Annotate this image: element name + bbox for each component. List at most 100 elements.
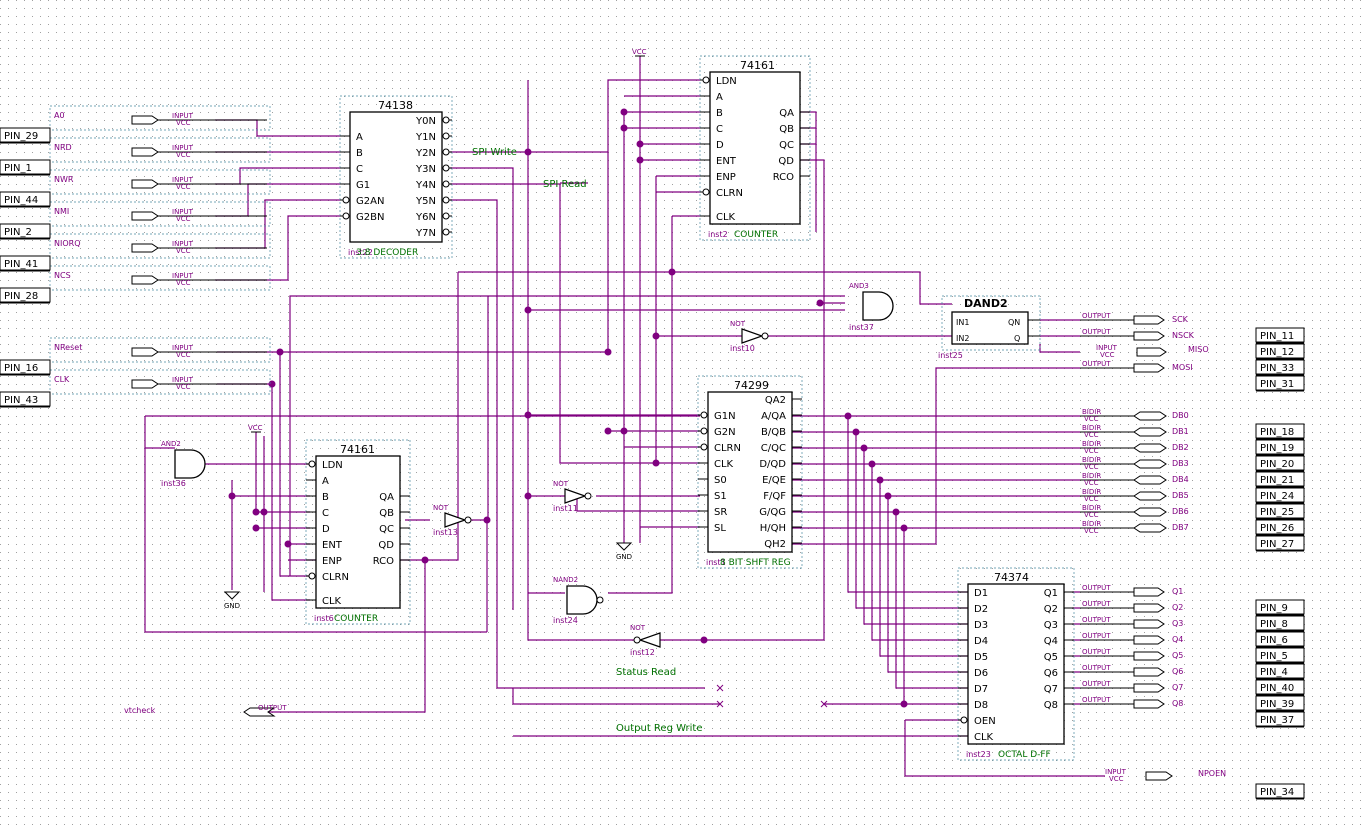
sheet-pin-pin-8[interactable]: PIN_8: [1255, 615, 1305, 632]
sheet-pin-label: PIN_28: [4, 291, 38, 302]
sheet-pin-pin-37[interactable]: PIN_37: [1255, 711, 1305, 728]
port-name: NWR: [54, 175, 74, 184]
port-name: NPOEN: [1198, 769, 1226, 778]
pin-sl: SL: [714, 523, 726, 534]
sheet-pin-pin-40[interactable]: PIN_40: [1255, 679, 1305, 696]
sheet-pin-pin-43[interactable]: PIN_43: [0, 391, 51, 408]
chip-part: 74374: [994, 571, 1029, 584]
junction-dot: [636, 156, 644, 164]
output-port-q5[interactable]: OUTPUT Q5: [1080, 648, 1183, 661]
sheet-pin-pin-24[interactable]: PIN_24: [1255, 487, 1305, 504]
port-vcc: VCC: [1100, 351, 1115, 359]
sheet-pin-pin-31[interactable]: PIN_31: [1255, 375, 1305, 392]
sheet-pin-pin-5[interactable]: PIN_5: [1255, 647, 1305, 664]
chip-description: 8 BIT SHFT REG: [720, 558, 791, 568]
sheet-pin-pin-41[interactable]: PIN_41: [0, 255, 51, 272]
pin-d-qd: D/QD: [759, 459, 786, 470]
sheet-pin-pin-16[interactable]: PIN_16: [0, 359, 51, 376]
junction-dot: [868, 460, 876, 468]
pin-d2: D2: [974, 604, 988, 615]
port-name: Q1: [1172, 587, 1183, 596]
sheet-pin-pin-19[interactable]: PIN_19: [1255, 439, 1305, 456]
sheet-pin-pin-29[interactable]: PIN_29: [0, 127, 51, 144]
sheet-pin-pin-25[interactable]: PIN_25: [1255, 503, 1305, 520]
sheet-pin-pin-26[interactable]: PIN_26: [1255, 519, 1305, 536]
sheet-pin-pin-20[interactable]: PIN_20: [1255, 455, 1305, 472]
sheet-pin-label: PIN_39: [1260, 699, 1294, 710]
sheet-pin-pin-21[interactable]: PIN_21: [1255, 471, 1305, 488]
sheet-pin-pin-39[interactable]: PIN_39: [1255, 695, 1305, 712]
pin-q7: Q7: [1044, 684, 1058, 695]
sheet-pin-pin-1[interactable]: PIN_1: [0, 159, 51, 176]
pin-qa: QA: [379, 492, 394, 503]
pin-qa: QA: [779, 108, 794, 119]
sheet-pin-pin-34[interactable]: PIN_34: [1255, 783, 1305, 800]
pin-q3: Q3: [1044, 620, 1058, 631]
sheet-pin-pin-27[interactable]: PIN_27: [1255, 535, 1305, 552]
sheet-pin-pin-11[interactable]: PIN_11: [1255, 327, 1305, 344]
sheet-pin-pin-18[interactable]: PIN_18: [1255, 423, 1305, 440]
sheet-pin-pin-12[interactable]: PIN_12: [1255, 343, 1305, 360]
port-type: OUTPUT: [1082, 680, 1111, 688]
sheet-pin-pin-44[interactable]: PIN_44: [0, 191, 51, 208]
port-name: Q8: [1172, 699, 1183, 708]
port-name: DB1: [1172, 427, 1189, 436]
junction-dot: [652, 332, 660, 340]
junction-dot: [668, 268, 676, 276]
port-name: Q5: [1172, 651, 1183, 660]
port-type: OUTPUT: [1082, 648, 1111, 656]
port-type: OUTPUT: [258, 704, 287, 712]
sheet-pin-pin-28[interactable]: PIN_28: [0, 287, 51, 304]
sheet-pin-pin-2[interactable]: PIN_2: [0, 223, 51, 240]
sheet-pin-pin-4[interactable]: PIN_4: [1255, 663, 1305, 680]
sheet-pin-pin-6[interactable]: PIN_6: [1255, 631, 1305, 648]
sheet-pin-pin-33[interactable]: PIN_33: [1255, 359, 1305, 376]
port-vcc: VCC: [1084, 463, 1099, 471]
sheet-pin-pin-9[interactable]: PIN_9: [1255, 599, 1305, 616]
